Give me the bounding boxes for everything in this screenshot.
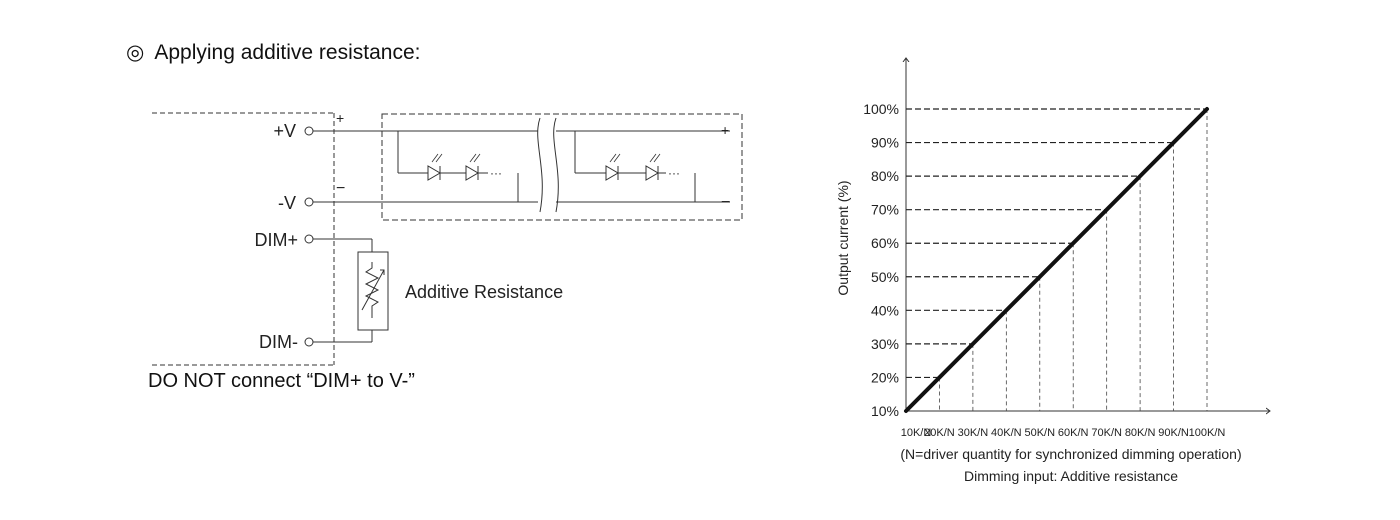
led-ellipsis-right: ··· xyxy=(668,166,680,180)
y-tick-label: 90% xyxy=(871,135,899,151)
y-tick-label: 80% xyxy=(871,168,899,184)
led-module-outline xyxy=(381,113,743,221)
x-tick-label: 40K/N xyxy=(991,427,1022,439)
x-tick-label: 60K/N xyxy=(1058,427,1089,439)
x-tick-label: 10K/N xyxy=(901,427,932,439)
label-dim-plus: DIM+ xyxy=(254,230,298,250)
warning-text: DO NOT connect “DIM+ to V-” xyxy=(148,370,415,392)
x-tick-label: 80K/N xyxy=(1125,427,1156,439)
polarity-left-minus: − xyxy=(336,180,345,197)
label-minus-v: -V xyxy=(278,193,296,213)
polarity-right-plus: + xyxy=(721,122,729,138)
circuit-text: +V -V DIM+ DIM- + − + − ··· ··· Additive… xyxy=(254,110,730,352)
led-ellipsis-left: ··· xyxy=(490,166,502,180)
x-tick-label: 30K/N xyxy=(958,427,989,439)
chart-grid xyxy=(906,108,1208,411)
y-tick-labels: 10% 20% 30% 40% 50% 60% 70% 80% 90% 100% xyxy=(863,101,899,419)
y-tick-label: 50% xyxy=(871,269,899,285)
y-tick-label: 70% xyxy=(871,202,899,218)
label-dim-minus: DIM- xyxy=(259,332,298,352)
y-tick-label: 20% xyxy=(871,369,899,385)
break-line-left xyxy=(537,117,543,213)
chart-series xyxy=(904,107,1209,413)
terminal-dim-minus xyxy=(304,337,314,347)
y-tick-label: 60% xyxy=(871,235,899,251)
x-tick-label: 100K/N xyxy=(1189,427,1226,439)
label-plus-v: +V xyxy=(273,121,296,141)
heading-text: Applying additive resistance: xyxy=(154,41,421,64)
series-line xyxy=(904,107,1209,413)
section-heading: ◎ Applying additive resistance: xyxy=(126,40,420,65)
led-string-left xyxy=(397,131,519,202)
y-tick-label: 10% xyxy=(871,403,899,419)
led-string-right xyxy=(574,131,696,202)
break-line-right xyxy=(553,117,559,213)
circuit-diagram xyxy=(152,112,743,366)
terminal-dim-plus xyxy=(304,234,314,244)
dimming-chart: 10% 20% 30% 40% 50% 60% 70% 80% 90% 100% 10K/N20K… xyxy=(835,58,1270,484)
variable-resistor-icon xyxy=(357,251,389,331)
terminal-plus-v xyxy=(304,126,314,136)
x-tick-label: 50K/N xyxy=(1024,427,1055,439)
y-tick-label: 40% xyxy=(871,302,899,318)
x-tick-label: 90K/N xyxy=(1158,427,1189,439)
y-tick-label: 30% xyxy=(871,336,899,352)
y-axis-label: Output current (%) xyxy=(835,180,851,295)
x-tick-label: 20K/N xyxy=(924,427,955,439)
x-axis-label: Dimming input: Additive resistance xyxy=(964,468,1178,484)
polarity-right-minus: − xyxy=(721,194,730,211)
label-additive-resistance: Additive Resistance xyxy=(405,282,563,302)
polarity-left-plus: + xyxy=(336,110,344,126)
double-circle-icon: ◎ xyxy=(126,41,145,64)
x-tick-label: 70K/N xyxy=(1091,427,1122,439)
terminal-minus-v xyxy=(304,197,314,207)
y-tick-label: 100% xyxy=(863,101,899,117)
chart-note: (N=driver quantity for synchronized dimm… xyxy=(900,446,1241,462)
